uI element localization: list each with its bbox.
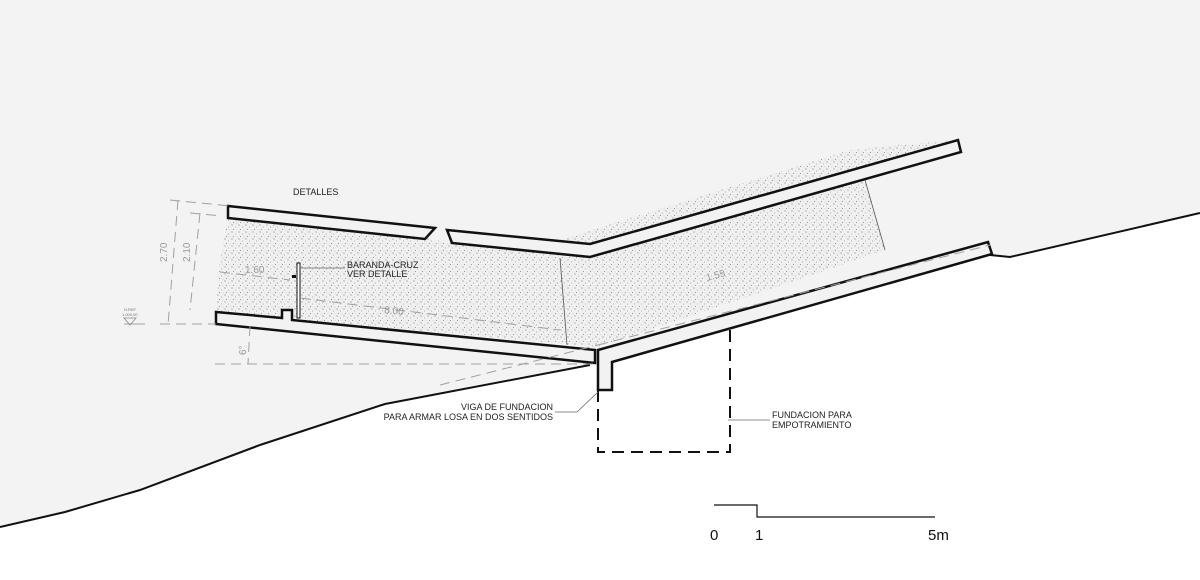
beam-label-2: PARA ARMAR LOSA EN DOS SENTIDOS bbox=[384, 412, 553, 422]
roof-slab-left bbox=[226, 204, 438, 241]
beam-label-1: VIGA DE FUNDACION bbox=[461, 402, 553, 412]
terrain-line bbox=[0, 364, 591, 528]
scale-bar bbox=[714, 504, 935, 518]
scale-five: 5m bbox=[928, 527, 949, 544]
foundation-outline bbox=[597, 330, 731, 453]
dim-length: 8.00 bbox=[384, 305, 405, 318]
foundation-label-2: EMPOTRAMIENTO bbox=[772, 420, 851, 430]
floor-slab-left bbox=[214, 308, 597, 365]
scale-zero: 0 bbox=[710, 527, 718, 544]
dim-slope: 6° bbox=[238, 345, 249, 355]
roof-slab-right bbox=[445, 138, 963, 259]
railing bbox=[296, 262, 301, 319]
beam-leader bbox=[555, 391, 599, 413]
level-ref-value: 1.000,00 bbox=[122, 312, 138, 317]
joint-line bbox=[559, 257, 568, 346]
joint-line-right bbox=[864, 179, 886, 251]
dim-railing-height: 1.60 bbox=[245, 265, 265, 276]
dim-right-height: 1.55 bbox=[705, 268, 727, 284]
dim-interior-height: 2.10 bbox=[182, 242, 193, 262]
scale-one: 1 bbox=[755, 527, 763, 544]
foundation-label-1: FUNDACION PARA bbox=[772, 410, 852, 420]
terrain-line-right bbox=[989, 212, 1200, 259]
level-reference-marker: N.REF 1.000,00 bbox=[122, 307, 145, 326]
roof-gravel bbox=[560, 140, 955, 243]
level-ref-label: N.REF bbox=[124, 307, 137, 312]
railing-anchor bbox=[292, 275, 296, 278]
railing-label-2: VER DETALLE bbox=[347, 269, 407, 279]
dimension-lines bbox=[160, 199, 991, 386]
details-label: DETALLES bbox=[293, 187, 338, 197]
railing-label-1: BARANDA-CRUZ bbox=[347, 260, 419, 270]
dim-total-height: 2.70 bbox=[159, 242, 170, 262]
